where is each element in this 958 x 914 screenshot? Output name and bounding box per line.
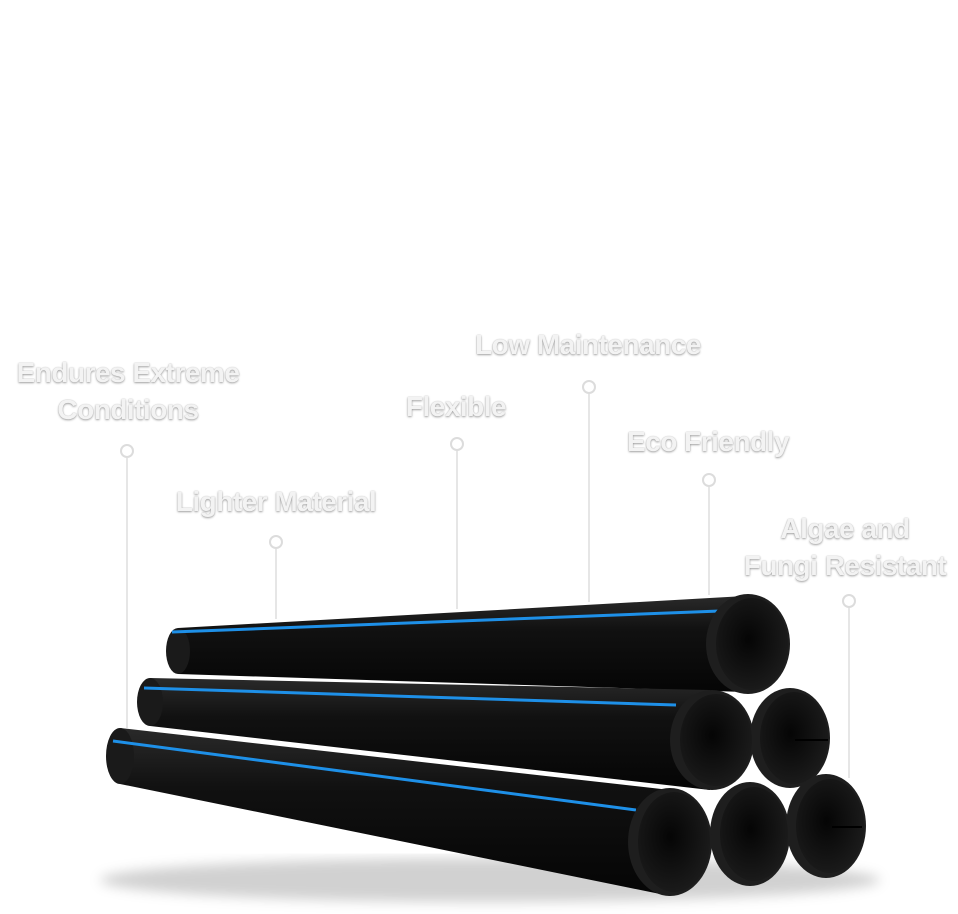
pipe-bottom-front <box>106 728 712 896</box>
leader-extreme <box>126 458 128 728</box>
leader-low-maintenance <box>588 394 590 602</box>
pipe-middle-right <box>750 688 830 788</box>
feature-label-flexible: Flexible <box>405 391 507 422</box>
feature-label-algae: Algae and Fungi Resistant <box>743 513 947 581</box>
marker-dot-flexible <box>450 437 464 451</box>
marker-dot-eco <box>702 473 716 487</box>
pipe-bottom-middle <box>710 782 790 886</box>
leader-algae <box>848 608 850 778</box>
marker-dot-algae <box>842 594 856 608</box>
marker-dot-lighter <box>269 535 283 549</box>
pipe-middle <box>137 678 754 790</box>
feature-label-extreme: Endures Extreme Conditions <box>16 357 240 425</box>
marker-dot-extreme <box>120 444 134 458</box>
pipe-bottom-right <box>786 774 866 878</box>
leader-eco <box>708 487 710 595</box>
feature-label-lighter: Lighter Material <box>175 486 377 517</box>
pipe-top <box>166 594 790 694</box>
marker-dot-low-maintenance <box>582 380 596 394</box>
feature-label-low-maintenance: Low Maintenance <box>475 329 701 360</box>
feature-label-eco: Eco Friendly <box>626 426 790 457</box>
leader-flexible <box>456 451 458 609</box>
leader-lighter <box>275 549 277 619</box>
